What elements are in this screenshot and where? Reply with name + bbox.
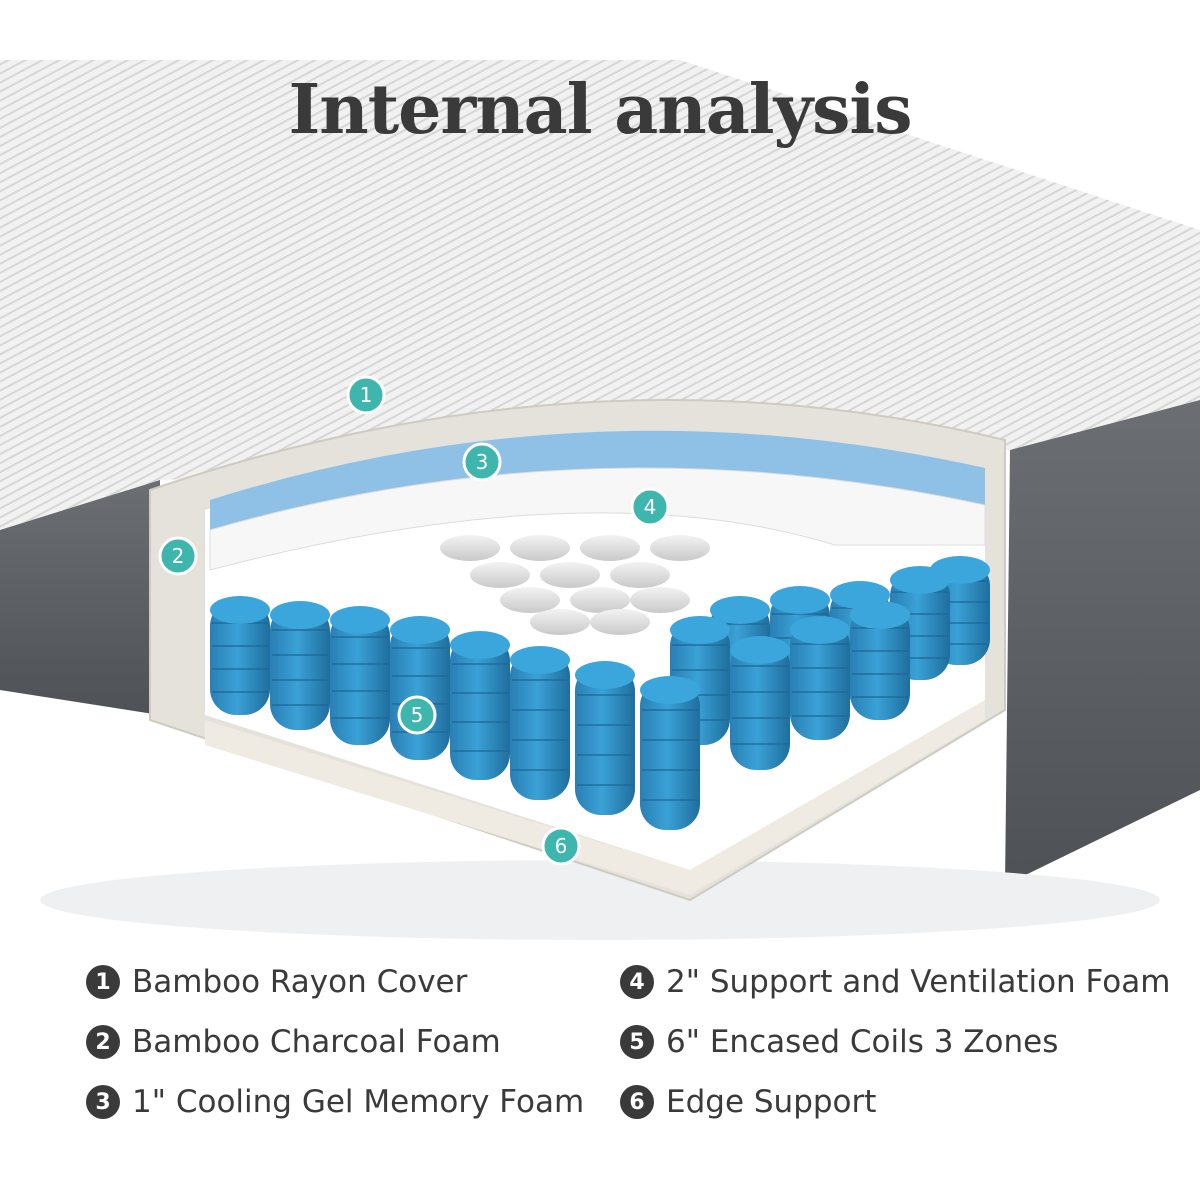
grey-coil-top xyxy=(500,587,560,613)
legend-label: Bamboo Rayon Cover xyxy=(132,964,468,1000)
legend-number-badge: 2 xyxy=(86,1025,120,1059)
grey-coil-top xyxy=(630,587,690,613)
coil-spring xyxy=(730,636,790,770)
coil-spring xyxy=(850,601,910,720)
legend-item: 5 6" Encased Coils 3 Zones xyxy=(620,1012,1170,1072)
callout-2: 2 xyxy=(158,536,198,576)
grey-coil-top xyxy=(540,562,600,588)
legend-item: 1 Bamboo Rayon Cover xyxy=(86,952,584,1012)
mattress-side-left xyxy=(0,480,160,715)
svg-text:2: 2 xyxy=(172,544,185,568)
legend-item: 2 Bamboo Charcoal Foam xyxy=(86,1012,584,1072)
svg-text:5: 5 xyxy=(411,703,424,727)
legend-label: Edge Support xyxy=(666,1084,877,1120)
legend-label: 1" Cooling Gel Memory Foam xyxy=(132,1084,585,1120)
grey-coil-top xyxy=(530,609,590,635)
legend-number-badge: 6 xyxy=(620,1085,654,1119)
legend-number-badge: 1 xyxy=(86,965,120,999)
legend-left: 1 Bamboo Rayon Cover 2 Bamboo Charcoal F… xyxy=(86,952,584,1132)
svg-text:6: 6 xyxy=(555,834,568,858)
support-foam-layer xyxy=(209,467,986,571)
coil-spring xyxy=(210,596,270,715)
svg-text:4: 4 xyxy=(644,495,657,519)
mattress-top-surface xyxy=(0,60,1200,530)
coil-spring xyxy=(270,601,330,730)
legend-label: 6" Encased Coils 3 Zones xyxy=(666,1024,1059,1060)
svg-text:3: 3 xyxy=(476,450,489,474)
mattress-side-right xyxy=(1005,400,1200,885)
legend-label: Bamboo Charcoal Foam xyxy=(132,1024,501,1060)
edge-support-base xyxy=(205,700,985,895)
grey-coil-top xyxy=(650,535,710,561)
legend-item: 6 Edge Support xyxy=(620,1072,1170,1132)
coil-spring xyxy=(390,616,450,760)
legend-item: 4 2" Support and Ventilation Foam xyxy=(620,952,1170,1012)
callout-3: 3 xyxy=(462,442,502,482)
grey-coil-top xyxy=(610,562,670,588)
coil-spring xyxy=(510,646,570,800)
grey-coil-top xyxy=(580,535,640,561)
legend-number-badge: 5 xyxy=(620,1025,654,1059)
coil-spring xyxy=(450,631,510,780)
svg-text:1: 1 xyxy=(360,383,373,407)
grey-coil-top xyxy=(440,535,500,561)
grey-coil-top xyxy=(510,535,570,561)
gel-foam-layer xyxy=(210,430,985,530)
coil-spring xyxy=(640,676,700,830)
coil-spring xyxy=(330,606,390,745)
legend-label: 2" Support and Ventilation Foam xyxy=(666,964,1171,1000)
coil-spring xyxy=(790,616,850,740)
callout-6: 6 xyxy=(541,826,581,866)
grey-coil-top xyxy=(570,587,630,613)
legend-item: 3 1" Cooling Gel Memory Foam xyxy=(86,1072,584,1132)
callout-1: 1 xyxy=(346,375,386,415)
callout-5: 5 xyxy=(397,695,437,735)
coil-spring xyxy=(575,661,635,815)
page-title: Internal analysis xyxy=(288,70,912,150)
legend-right: 4 2" Support and Ventilation Foam 5 6" E… xyxy=(620,952,1170,1132)
callout-4: 4 xyxy=(630,487,670,527)
legend-number-badge: 3 xyxy=(86,1085,120,1119)
grey-coil-top xyxy=(470,562,530,588)
grey-coil-top xyxy=(590,609,650,635)
coil-group xyxy=(210,535,990,830)
legend-number-badge: 4 xyxy=(620,965,654,999)
